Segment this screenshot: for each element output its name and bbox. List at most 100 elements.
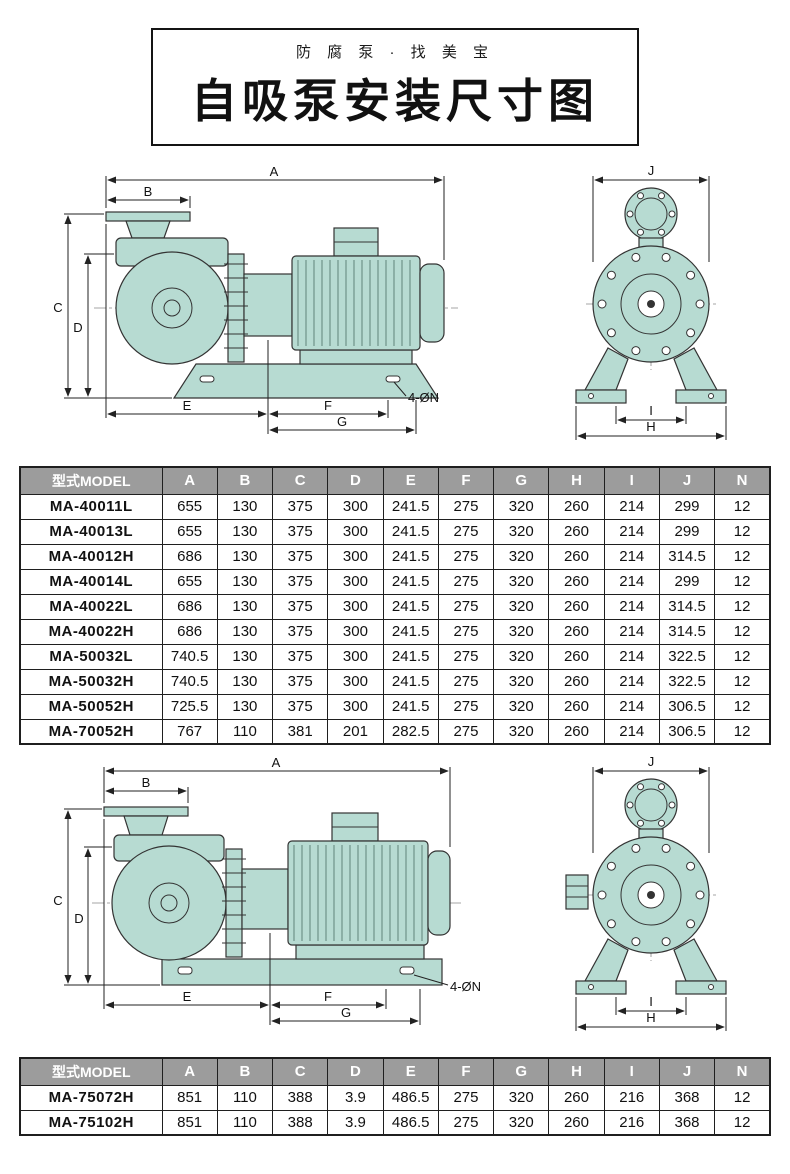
value-cell: 260 [548,618,605,645]
value-cell: 110 [216,718,274,745]
value-cell: 130 [216,693,274,720]
value-cell: 130 [216,593,274,620]
value-cell: 241.5 [382,693,439,720]
value-cell: 375 [272,593,329,620]
column-header: J [658,466,716,495]
value-cell: 12 [714,693,771,720]
dim-label-e: E [183,398,192,413]
value-cell: 388 [272,1084,329,1111]
dim-label-d: D [73,320,82,335]
dimension-lines [575,767,727,1031]
value-cell: 260 [548,718,605,745]
value-cell: 275 [437,543,495,570]
value-cell: 320 [493,718,550,745]
column-header: N [714,1057,771,1086]
value-cell: 686 [161,593,218,620]
value-cell: 110 [216,1109,274,1136]
value-cell: 216 [603,1084,660,1111]
value-cell: 12 [714,493,771,520]
value-cell: 275 [437,668,495,695]
value-cell: 241.5 [382,568,439,595]
value-cell: 275 [437,643,495,670]
value-cell: 275 [437,593,495,620]
column-header: I [603,1057,660,1086]
dim-label-e: E [183,989,192,1004]
dim-label-f: F [324,989,332,1004]
value-cell: 320 [493,693,550,720]
value-cell: 375 [272,568,329,595]
value-cell: 260 [548,643,605,670]
brand-tagline: 防 腐 泵 · 找 美 宝 [295,44,494,61]
value-cell: 368 [658,1109,716,1136]
value-cell: 275 [437,718,495,745]
dim-label-i: I [649,403,653,418]
value-cell: 3.9 [327,1109,384,1136]
model-cell: MA-50032L [19,643,163,670]
value-cell: 12 [714,593,771,620]
value-cell: 314.5 [658,618,716,645]
title-box: 防 腐 泵 · 找 美 宝 自吸泵安装尺寸图 [151,28,639,146]
column-header: 型式MODEL [19,1057,163,1086]
column-header: H [548,1057,605,1086]
casing-detail [151,241,378,329]
value-cell: 275 [437,1084,495,1111]
dim-label-j: J [648,754,655,769]
casing-detail [620,788,682,926]
value-cell: 740.5 [161,668,218,695]
column-header: I [603,466,660,495]
value-cell: 260 [548,593,605,620]
value-cell: 12 [714,543,771,570]
value-cell: 767 [161,718,218,745]
value-cell: 686 [161,543,218,570]
value-cell: 740.5 [161,643,218,670]
pump-body [103,806,451,986]
clamp-bolts [224,263,248,349]
dim-label-h: H [646,1010,655,1025]
pump-front-view-drawing-1: J I H [575,163,727,440]
value-cell: 275 [437,1109,495,1136]
column-header: B [216,1057,274,1086]
value-cell: 260 [548,518,605,545]
value-cell: 12 [714,668,771,695]
column-header: N [714,466,771,495]
value-cell: 306.5 [658,718,716,745]
value-cell: 275 [437,493,495,520]
model-cell: MA-40014L [19,568,163,595]
value-cell: 300 [327,493,384,520]
dim-label-g: G [341,1005,351,1020]
value-cell: 214 [603,518,660,545]
dim-label-i: I [649,994,653,1009]
column-header: C [272,466,329,495]
value-cell: 130 [216,568,274,595]
value-cell: 260 [548,668,605,695]
value-cell: 241.5 [382,493,439,520]
value-cell: 214 [603,543,660,570]
model-cell: MA-40011L [19,493,163,520]
dim-label-j: J [648,163,655,178]
column-header: E [382,1057,439,1086]
value-cell: 214 [603,693,660,720]
clamp-bolts [222,858,246,944]
value-cell: 214 [603,643,660,670]
column-header: F [437,1057,495,1086]
casing-detail [620,197,682,335]
value-cell: 130 [216,618,274,645]
value-cell: 320 [493,1109,550,1136]
hub-center [647,891,655,899]
diagram-row-1: A B C D E F G 4-ØN [0,162,790,454]
dim-label-g: G [337,414,347,429]
value-cell: 655 [161,568,218,595]
value-cell: 241.5 [382,668,439,695]
value-cell: 314.5 [658,543,716,570]
value-cell: 300 [327,593,384,620]
motor-fins [297,260,411,346]
dim-label-c: C [53,893,62,908]
value-cell: 299 [658,518,716,545]
pump-side-view-drawing-1: A B C D E F G 4-ØN [53,164,458,434]
